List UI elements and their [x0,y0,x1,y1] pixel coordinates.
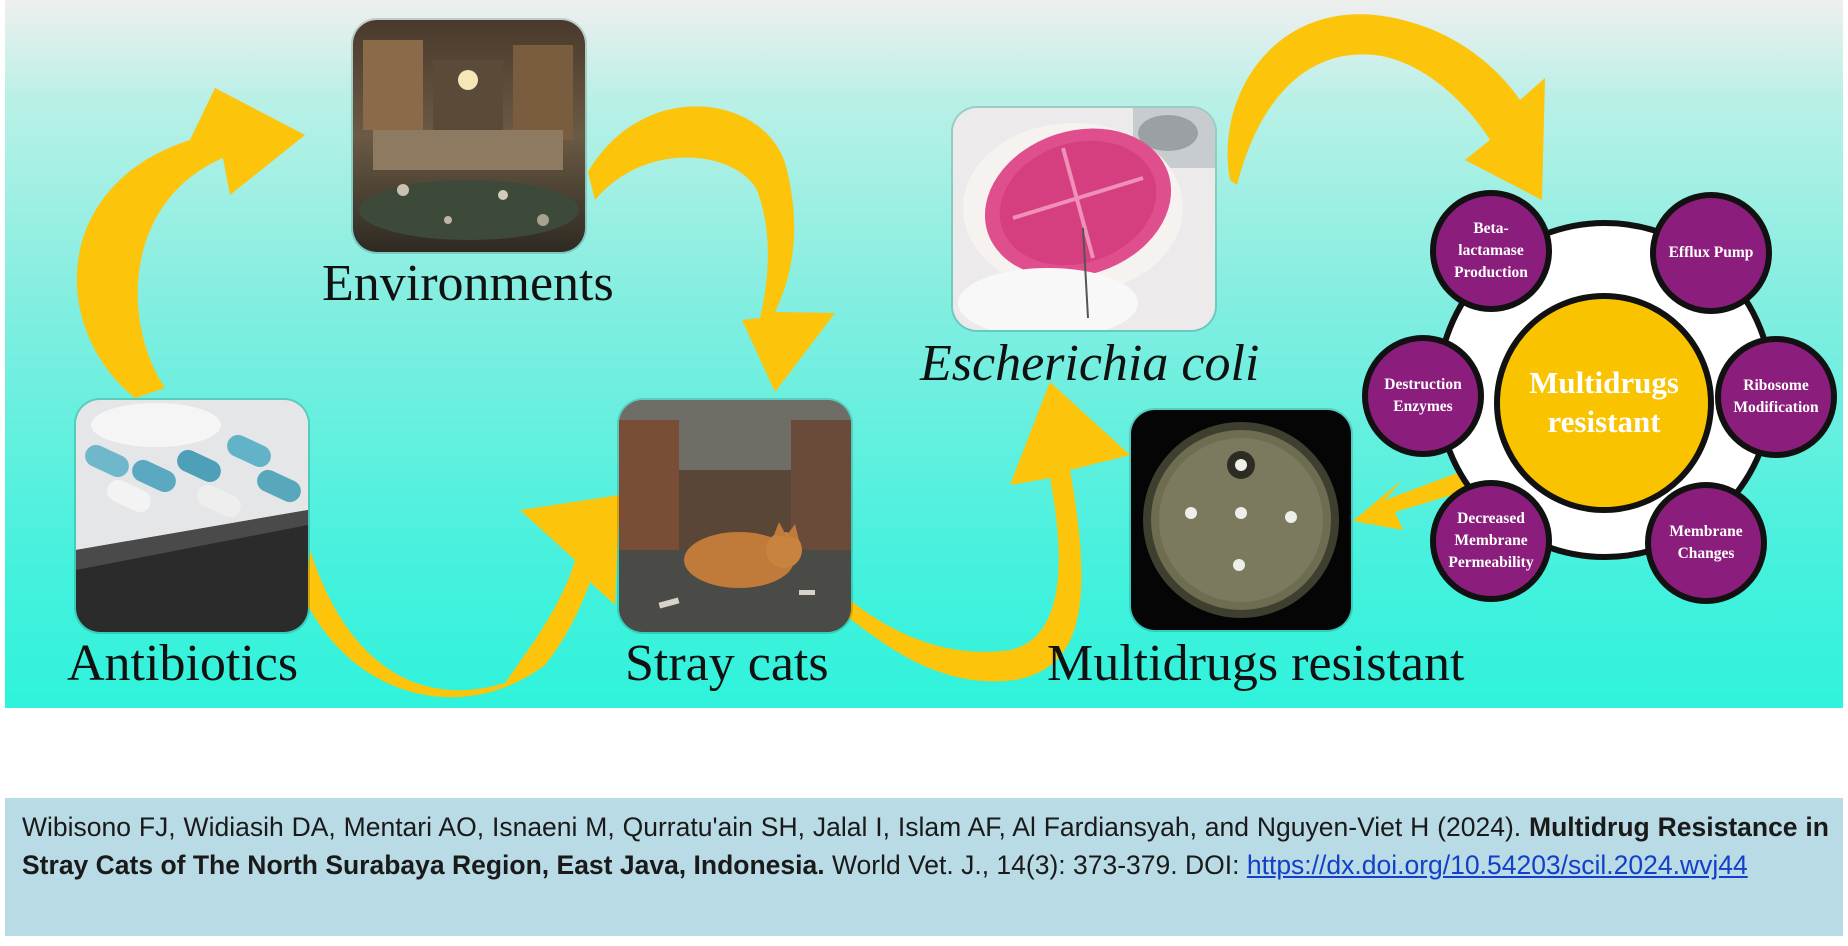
flow-arrows [76,14,1545,698]
citation-journal: World Vet. J., 14(3): 373-379. DOI: [831,850,1240,880]
mechanism-destruction-enzymes: Destruction Enzymes [1362,335,1484,457]
label-multidrugs-resistant: Multidrugs resistant [1047,635,1465,692]
doi-link[interactable]: https://dx.doi.org/10.54203/scil.2024.wv… [1246,850,1748,880]
hub-label: Multidrugs resistant [1529,365,1679,439]
citation-authors: Wibisono FJ, Widiasih DA, Mentari AO, Is… [22,812,1522,842]
label-escherichia-coli: Escherichia coli [920,335,1260,392]
antibiotic-disk-test-photo [1131,410,1351,630]
mechanism-beta-lactamase: Beta- lactamase Production [1430,190,1552,312]
arrow-antibiotics-to-stray-cats [305,495,620,698]
arrow-ecoli-to-mechanisms [1227,14,1545,200]
arrow-mechanisms-to-mdr [1353,470,1475,530]
label-environments: Environments [322,255,614,312]
mechanism-efflux-pump: Efflux Pump [1650,192,1772,314]
mechanism-decreased-permeability: Decreased Membrane Permeability [1430,480,1552,602]
market-environment-photo [353,20,585,252]
arrow-stray-cats-to-ecoli [845,382,1130,682]
citation-box: Wibisono FJ, Widiasih DA, Mentari AO, Is… [5,798,1843,936]
label-antibiotics: Antibiotics [67,635,299,692]
mechanism-hub: Multidrugs resistant [1494,293,1714,513]
resistance-mechanisms: Multidrugs resistant Beta- lactamase Pro… [1362,190,1843,610]
mechanism-membrane-changes: Membrane Changes [1645,482,1767,604]
arrow-antibiotics-to-environments [76,88,305,398]
antibiotic-capsules-photo [76,400,308,632]
arrow-environments-to-stray-cats [588,106,835,393]
ecoli-culture-plate-photo [953,108,1215,330]
graphical-abstract: Environments Antibiotics Stray cats Esch… [5,0,1843,708]
citation-title: Multidrug Resistance in Stray Cats of Th… [22,812,1829,880]
label-stray-cats: Stray cats [625,635,829,692]
stray-cat-photo [619,400,851,632]
mechanism-ribosome-modification: Ribosome Modification [1715,336,1837,458]
